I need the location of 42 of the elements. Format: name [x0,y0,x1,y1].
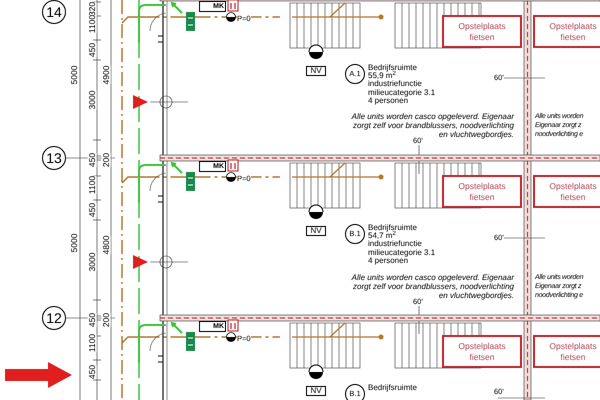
dimension-text: 1100 [88,14,96,34]
room-description: Bedrijfsruimte [368,63,417,72]
bicycle-parking-area: Opstelplaats fietsen [533,335,600,368]
dimension-text: 450 [88,42,96,58]
dimension-text: 5000 [70,234,78,252]
dimension-text: 4900 [102,66,110,84]
note-text: Alle units worden casco opgeleverd. Eigenaar zorgt zelf voor brandblussers, noodverlichting en vluchtwegbordjes. [350,112,514,139]
dimension-text: 1100 [88,176,96,194]
dimension-text: 4800 [102,236,110,254]
room-code-box: NV [306,386,326,396]
room-description: 55,9 m$^{2}$ [368,71,396,80]
bicycle-parking-area: Opstelplaats fietsen [442,15,522,48]
room-description: milieucategorie 3.1 [368,88,436,97]
dimension-text: 200 [102,312,110,328]
room-description: 4 personen [368,96,408,105]
room-description: industriefunctie [368,239,422,248]
dimension-text: 3000 [88,90,96,110]
bicycle-parking-area: Opstelplaats fietsen [533,175,600,208]
dimension-text: 450 [88,364,96,380]
bicycle-parking-area: Opstelplaats fietsen [442,175,522,208]
dimension-text: 200 [102,152,110,168]
dimension-text: 450 [88,152,96,168]
room-description: Bedrijfsruimte [368,383,417,392]
room-description: 4 personen [368,256,408,265]
grid-axis-bubble: 13 [42,146,66,170]
room-description: Bedrijfsruimte [368,223,417,232]
dimension-text: 320 [88,2,96,16]
dimension-text: 1100 [88,334,96,352]
grid-axis-bubble: 14 [42,0,66,24]
dimension-text: 450 [88,202,96,218]
room-description: industriefunctie [368,79,422,88]
room-description: 54,7 m$^{2}$ [368,231,396,240]
note-text: Alle units worden casco opgeleverd. Eigenaar zorgt zelf voor brandblussers, noodverlichting en vluchtwegbordjes. [350,273,514,300]
room-code-box: NV [306,226,326,236]
bicycle-parking-area: Opstelplaats fietsen [442,335,522,368]
grid-axis-bubble: 12 [42,306,66,330]
room-description: milieucategorie 3.1 [368,248,436,257]
dimension-text: 5000 [70,66,78,84]
bicycle-parking-area: Opstelplaats fietsen [533,15,600,48]
room-code-box: NV [306,66,326,76]
dimension-text: 450 [88,312,96,328]
dimension-text: 3000 [88,252,96,272]
